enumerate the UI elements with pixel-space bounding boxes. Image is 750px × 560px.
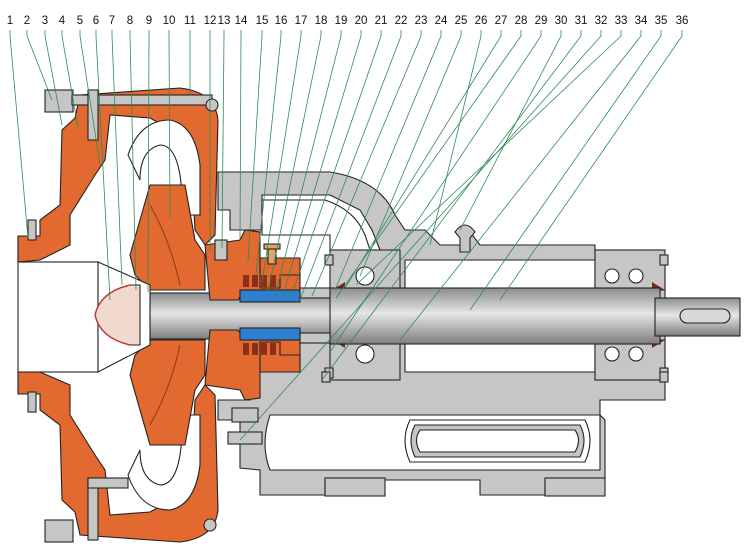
part-number-label-23: 23	[415, 15, 428, 27]
leader-line-25	[359, 30, 462, 277]
leader-line-27	[344, 30, 502, 289]
leader-line-32	[239, 30, 602, 441]
part-number-label-4: 4	[59, 15, 66, 27]
part-number-label-16: 16	[275, 15, 288, 27]
part-number-label-10: 10	[163, 15, 176, 27]
leader-line-20	[281, 30, 362, 299]
leader-line-35	[469, 30, 662, 311]
leader-line-6	[95, 30, 111, 301]
part-number-label-3: 3	[42, 15, 48, 27]
part-number-label-29: 29	[535, 15, 548, 27]
leader-line-8	[129, 30, 137, 291]
leader-line-7	[111, 30, 123, 286]
part-number-label-26: 26	[475, 15, 488, 27]
leader-line-26	[429, 30, 482, 246]
leader-line-17	[261, 30, 302, 283]
part-number-label-6: 6	[93, 15, 99, 27]
leader-line-5	[79, 30, 101, 166]
part-number-label-13: 13	[218, 15, 231, 27]
part-number-label-20: 20	[355, 15, 368, 27]
part-number-label-19: 19	[335, 15, 348, 27]
leader-line-10	[168, 30, 171, 219]
leader-line-34	[399, 30, 642, 341]
part-leader-lines	[9, 30, 683, 441]
leader-line-9	[147, 30, 150, 293]
suction-inlet	[17, 219, 151, 413]
leader-line-1	[9, 30, 29, 239]
leader-line-2	[26, 30, 53, 101]
part-number-label-33: 33	[615, 15, 628, 27]
part-number-label-31: 31	[575, 15, 588, 27]
part-number-label-21: 21	[375, 15, 388, 27]
part-number-label-8: 8	[127, 15, 133, 27]
part-number-label-12: 12	[204, 15, 217, 27]
part-number-label-28: 28	[515, 15, 528, 27]
leader-line-19	[274, 30, 342, 297]
leader-line-16	[255, 30, 282, 276]
leader-line-24	[334, 30, 442, 291]
part-number-label-25: 25	[455, 15, 468, 27]
leader-line-15	[247, 30, 263, 263]
part-number-label-30: 30	[555, 15, 568, 27]
part-number-label-17: 17	[295, 15, 308, 27]
leader-line-33	[355, 30, 622, 286]
part-number-label-27: 27	[495, 15, 508, 27]
part-number-label-34: 34	[635, 15, 648, 27]
part-number-label-1: 1	[7, 15, 13, 27]
leader-line-13	[221, 30, 225, 249]
pump-shaft	[149, 287, 741, 345]
part-number-label-24: 24	[435, 15, 448, 27]
leader-line-22	[299, 30, 402, 301]
leader-line-4	[61, 30, 79, 129]
leader-line-31	[321, 30, 582, 381]
leader-line-30	[459, 30, 562, 231]
part-number-label-7: 7	[109, 15, 115, 27]
leader-line-29	[329, 30, 542, 353]
part-number-label-22: 22	[395, 15, 408, 27]
part-number-label-11: 11	[184, 15, 196, 27]
leader-line-21	[289, 30, 382, 301]
bearing-housings	[324, 249, 669, 381]
pump-casing	[17, 87, 301, 543]
shaft-seal-packing	[239, 243, 301, 355]
part-number-label-15: 15	[256, 15, 269, 27]
leader-line-23	[311, 30, 422, 297]
tie-bolts	[44, 89, 669, 543]
leader-line-3	[44, 30, 63, 126]
part-number-label-2: 2	[24, 15, 30, 27]
part-number-label-9: 9	[146, 15, 152, 27]
leader-line-14	[239, 30, 242, 241]
leader-line-18	[267, 30, 322, 293]
part-number-label-14: 14	[235, 15, 248, 27]
part-number-label-18: 18	[315, 15, 328, 27]
part-number-label-32: 32	[595, 15, 608, 27]
part-number-label-35: 35	[655, 15, 668, 27]
part-number-label-36: 36	[676, 15, 689, 27]
part-number-label-5: 5	[77, 15, 83, 27]
leader-line-36	[499, 30, 683, 301]
leader-line-28	[335, 30, 522, 299]
